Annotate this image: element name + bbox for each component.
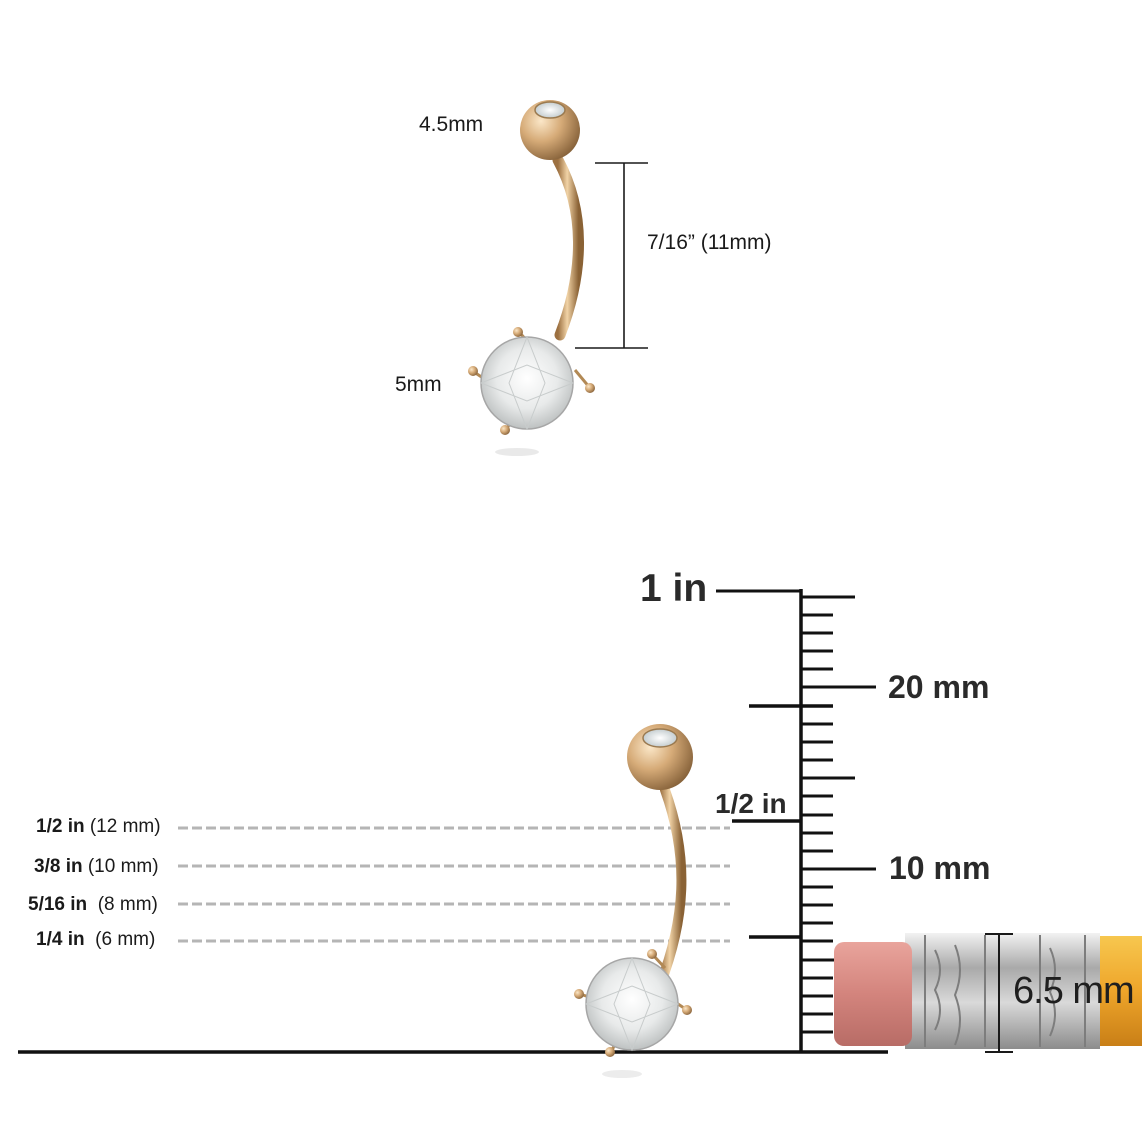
size-dashed-lines (178, 826, 730, 943)
top-prong-tip (585, 383, 595, 393)
top-length-bracket (575, 162, 648, 349)
size-metric: (10 mm) (87, 856, 159, 877)
ruler-half-in-label: 1/2 in (715, 788, 787, 819)
size-row-half-in: 1/2 in (12 mm) (36, 817, 161, 836)
bottom-gem (585, 957, 679, 1051)
ruler-1in-label: 1 in (640, 567, 708, 610)
pencil-illustration (834, 933, 1142, 1053)
size-row-quarter-in: 1/4 in (6 mm) (36, 930, 155, 949)
bar-length-label: 7/16” (11mm) (647, 231, 772, 254)
top-prong-tip (513, 327, 523, 337)
gem-size-label: 5mm (395, 373, 442, 396)
bottom-barbell-illustration (574, 724, 693, 1078)
size-fraction: 1/2 in (36, 816, 85, 837)
size-metric: (12 mm) (89, 816, 161, 837)
size-metric: (6 mm) (95, 929, 156, 950)
size-row-three-eighths-in: 3/8 in (10 mm) (34, 857, 159, 876)
eraser-size-label: 6.5 mm (1013, 970, 1135, 1012)
size-fraction: 3/8 in (34, 856, 83, 877)
top-barbell-ball (520, 100, 580, 160)
top-ball-gem (534, 101, 566, 119)
size-fraction: 5/16 in (28, 894, 88, 915)
ferrule-ridges (924, 935, 1086, 1047)
top-prong-tip (468, 366, 478, 376)
size-metric: (8 mm) (97, 894, 158, 915)
ruler (716, 589, 876, 1052)
ball-size-label: 4.5mm (419, 113, 484, 136)
bottom-ball-gem (642, 728, 678, 748)
top-barbell-bar (552, 154, 584, 341)
pencil-ferrule (905, 933, 1100, 1049)
top-barbell-illustration (468, 100, 595, 456)
size-row-five-sixteenths-in: 5/16 in (8 mm) (28, 895, 158, 914)
top-gem (480, 336, 574, 430)
top-prong-tip (500, 425, 510, 435)
top-gem-facet (479, 364, 575, 402)
size-fraction: 1/4 in (36, 929, 85, 950)
pencil-eraser (834, 942, 912, 1046)
top-gem-shadow (495, 448, 539, 456)
pencil-body (1096, 936, 1142, 1046)
ruler-20mm-label: 20 mm (888, 669, 990, 705)
ruler-10mm-label: 10 mm (889, 850, 991, 886)
top-gem-facet (508, 335, 546, 431)
bottom-barbell-bar (655, 785, 687, 990)
